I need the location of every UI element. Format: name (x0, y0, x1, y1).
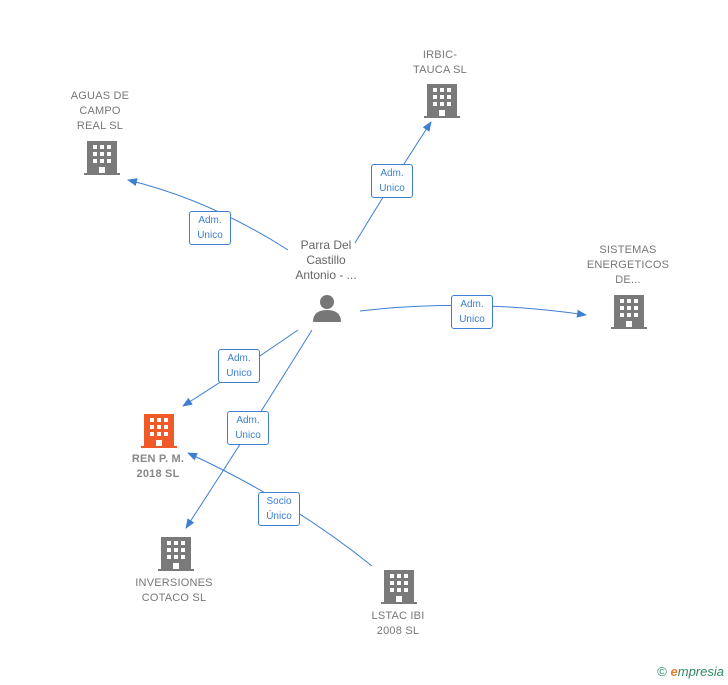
label-line: LSTAC IBI (371, 610, 425, 622)
label-line: REN P. M. (131, 453, 185, 465)
center-label-line-3: Antonio - ... (295, 268, 357, 282)
building-icon-lstac[interactable] (381, 570, 417, 604)
relation-line: Unico (235, 430, 261, 441)
copyright-brand: © empresia (657, 664, 724, 679)
label-line: SISTEMAS (599, 244, 657, 256)
relation-line: Adm. (227, 353, 251, 364)
relation-line: Unico (226, 368, 252, 379)
brand-logo-initial: e (670, 664, 678, 679)
label-line: CAMPO (79, 105, 121, 117)
relation-box-inversiones[interactable]: Adm. Unico (227, 411, 269, 445)
label-line: 2018 SL (136, 468, 180, 480)
company-label-inversiones[interactable]: INVERSIONES COTACO SL (124, 576, 224, 606)
center-label-line-2: Castillo (306, 253, 346, 267)
edge-aguas (127, 178, 289, 251)
relation-line: Adm. (380, 168, 404, 179)
label-line: REAL SL (76, 120, 124, 132)
building-icon-inversiones[interactable] (158, 537, 194, 571)
building-icon-irbic[interactable] (424, 84, 460, 118)
relation-line: Unico (197, 230, 223, 241)
relation-line: Unico (379, 183, 405, 194)
relation-box-ren[interactable]: Adm. Unico (218, 349, 260, 383)
company-label-ren[interactable]: REN P. M. 2018 SL (110, 452, 206, 482)
label-line: TAUCA SL (413, 64, 467, 76)
relation-line: Socio (266, 496, 292, 507)
relation-line: Adm. (236, 415, 260, 426)
person-icon[interactable] (313, 295, 341, 322)
label-line: 2008 SL (376, 625, 420, 637)
label-line: INVERSIONES (135, 577, 213, 589)
company-label-irbic[interactable]: IRBIC- TAUCA SL (392, 48, 488, 78)
label-line: IRBIC- (422, 49, 458, 61)
relation-line: Unico (459, 314, 485, 325)
copyright-symbol: © (657, 664, 667, 679)
relation-line: Adm. (198, 215, 222, 226)
label-line: COTACO SL (141, 592, 207, 604)
building-icon-aguas[interactable] (84, 141, 120, 175)
relation-line: Adm. (460, 299, 484, 310)
company-label-aguas[interactable]: AGUAS DE CAMPO REAL SL (50, 89, 150, 134)
brand-logo-text: mpresia (677, 664, 724, 679)
building-icon-ren[interactable] (141, 414, 177, 448)
relation-box-sistemas[interactable]: Adm. Unico (451, 295, 493, 329)
relation-box-irbic[interactable]: Adm. Unico (371, 164, 413, 198)
label-line: DE... (615, 274, 641, 286)
relation-line: Único (266, 511, 292, 522)
center-label-line-1: Parra Del (300, 238, 352, 252)
company-label-sistemas[interactable]: SISTEMAS ENERGETICOS DE... (578, 243, 678, 288)
label-line: AGUAS DE (70, 90, 130, 102)
building-icon-sistemas[interactable] (611, 295, 647, 329)
relation-box-lstac[interactable]: Socio Único (258, 492, 300, 526)
label-line: ENERGETICOS (586, 259, 670, 271)
center-person-label[interactable]: Parra Del Castillo Antonio - ... (280, 238, 372, 283)
relation-box-aguas[interactable]: Adm. Unico (189, 211, 231, 245)
company-label-lstac[interactable]: LSTAC IBI 2008 SL (350, 609, 446, 639)
